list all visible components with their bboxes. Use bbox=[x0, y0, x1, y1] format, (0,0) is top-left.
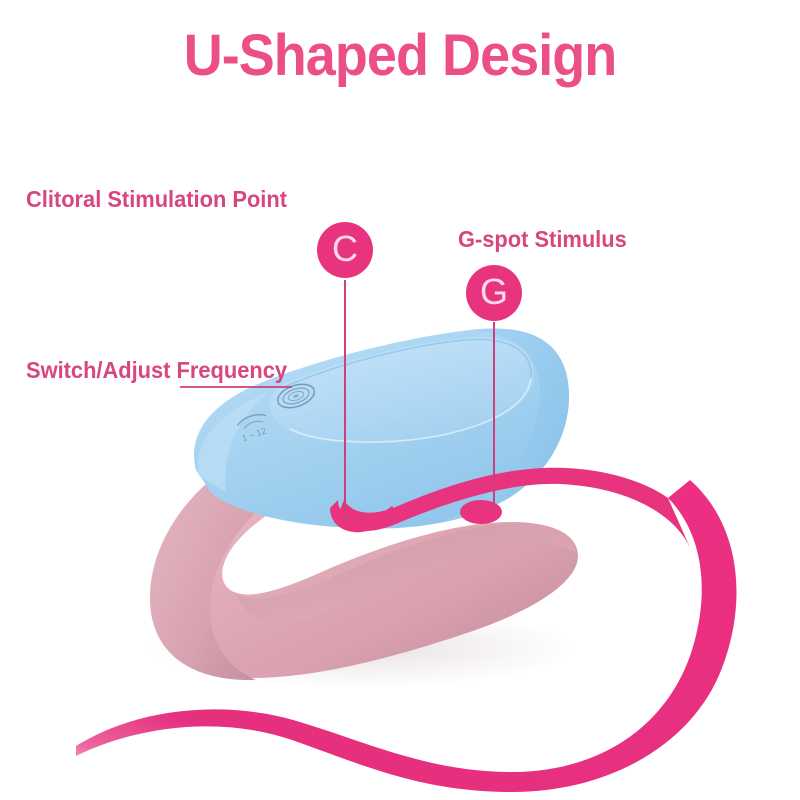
accent-ribbon-upper bbox=[330, 467, 692, 552]
page-title: U-Shaped Design bbox=[183, 23, 618, 88]
badge-gspot: G bbox=[466, 265, 522, 321]
callout-label-gspot: G-spot Stimulus bbox=[458, 226, 627, 252]
badge-clitoral: C bbox=[317, 222, 373, 278]
accent-ribbon-lower bbox=[76, 480, 737, 792]
power-button-icon[interactable] bbox=[275, 380, 318, 412]
callout-label-switch: Switch/Adjust Frequency bbox=[26, 357, 288, 383]
callout-label-clitoral: Clitoral Stimulation Point bbox=[26, 186, 287, 212]
